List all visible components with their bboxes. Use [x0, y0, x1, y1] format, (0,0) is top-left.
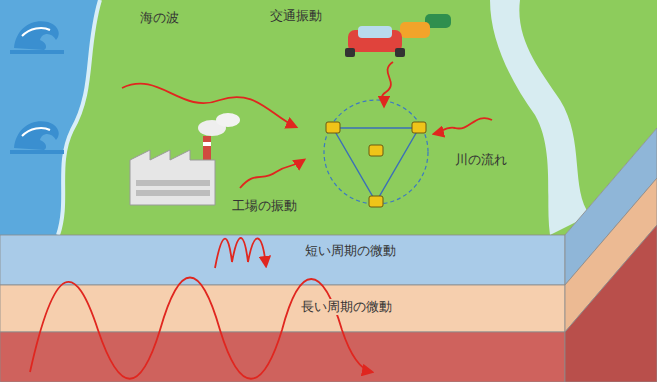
layer-band: 長い周期の微動: [298, 296, 395, 315]
shoreline: [58, 0, 100, 235]
shallow-layer: [0, 235, 565, 285]
layer-label: 短い周期の微動: [302, 243, 399, 259]
sea: [0, 0, 100, 235]
deep-layer: [0, 332, 565, 382]
source-label: 交通振動: [270, 8, 322, 24]
vibration-arrow: [122, 62, 492, 188]
layer-label: 長い周期の微動: [298, 299, 395, 315]
deep-layer-side: [565, 225, 657, 382]
river: [490, 0, 590, 235]
seismometer: [326, 122, 426, 207]
source-label: 川の流れ: [455, 152, 507, 168]
layer-band: 短い周期の微動: [302, 240, 399, 259]
array-triangle: [333, 128, 419, 202]
source-label: 工場の振動: [232, 198, 297, 214]
array-circle: [324, 100, 428, 204]
source-label: 海の波: [140, 10, 179, 26]
wave-icon: [10, 121, 64, 154]
short-period-wave: [215, 238, 266, 268]
long-period-wave: [30, 278, 372, 379]
ground-surface: [0, 0, 657, 235]
car-icons: [345, 14, 451, 57]
wave-icon: [10, 21, 64, 54]
factory-icon: [130, 113, 240, 205]
